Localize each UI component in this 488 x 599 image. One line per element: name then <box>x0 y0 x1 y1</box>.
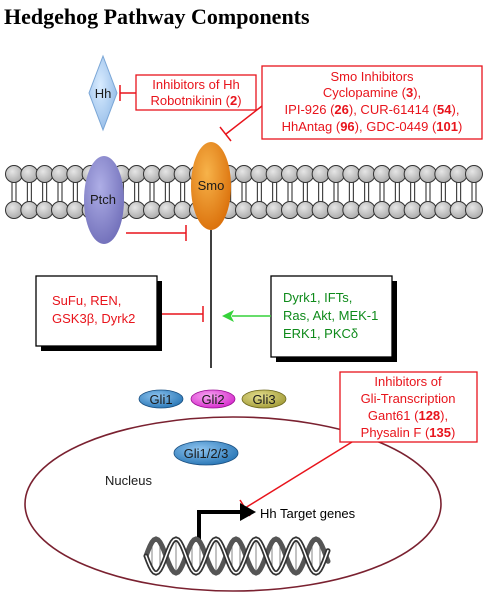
dna-strand-front-highlight <box>145 538 329 574</box>
lipid-head <box>66 165 85 183</box>
smo-inhibitors-line4: HhAntag (96), GDC-0449 (101) <box>282 119 463 134</box>
gli-inhibitors-line2: Gli-Transcription <box>361 391 456 406</box>
lipid-head <box>66 201 85 219</box>
hh-inhibitors-box <box>135 74 257 111</box>
lipid-head <box>434 165 453 183</box>
lipid-head <box>143 201 161 219</box>
gli-inhibitors-line1: Inhibitors of <box>374 374 442 389</box>
ptch-label: Ptch <box>90 192 116 207</box>
negative-regulators-line2: GSK3β, Dyrk2 <box>52 311 135 326</box>
gli-inhibitors-box <box>339 371 478 443</box>
lipid-head <box>250 201 269 219</box>
lipid-head <box>296 165 315 183</box>
transcription-arrow-head <box>240 503 256 521</box>
hh-inhibitors-line2: Robotnikinin (2) <box>150 93 241 108</box>
target-genes-label: Hh Target genes <box>260 506 356 521</box>
hh-ligand-shape <box>88 54 118 132</box>
gli123-label: Gli1/2/3 <box>184 446 229 461</box>
positive-regulators-box <box>270 275 393 358</box>
positive-regulators-line2: Ras, Akt, MEK-1 <box>283 308 378 323</box>
lipid-head <box>373 165 391 183</box>
lipid-head <box>127 165 146 183</box>
diagram-title: Hedgehog Pathway Components <box>4 4 310 29</box>
smo-inhibition-line <box>225 105 263 135</box>
nucleus-membrane <box>24 416 442 592</box>
lipid-head <box>465 201 483 219</box>
dna-helix <box>143 536 331 576</box>
lipid-head <box>35 165 54 183</box>
lipid-head <box>35 201 54 219</box>
lipid-head <box>342 165 361 183</box>
lipid-head <box>143 165 161 183</box>
hh-label: Hh <box>95 86 112 101</box>
ptch-receptor-shape <box>84 156 124 244</box>
smo-inhibitors-line3: IPI-926 (26), CUR-61414 (54), <box>285 102 460 117</box>
lipid-head <box>158 201 177 219</box>
smo-receptor-shape <box>191 142 231 230</box>
lipid-head <box>235 165 253 183</box>
lipid-head <box>173 201 192 219</box>
smo-inhibitors-heading: Smo Inhibitors <box>330 69 414 84</box>
smo-label: Smo <box>198 178 225 193</box>
lipid-head <box>357 165 376 183</box>
lipid-head <box>311 165 330 183</box>
lipid-head <box>373 201 391 219</box>
negative-regulators-line1: SuFu, REN, <box>52 293 121 308</box>
lipid-head <box>20 201 39 219</box>
lipid-head <box>327 201 345 219</box>
lipid-head <box>281 201 299 219</box>
lipid-head <box>465 165 483 183</box>
lipid-head <box>449 201 468 219</box>
lipid-head <box>51 165 69 183</box>
positive-regulators-line1: Dyrk1, IFTs, <box>283 290 352 305</box>
lipid-head <box>235 201 253 219</box>
gli-inhibitors-line3: Gant61 (128), <box>368 408 448 423</box>
lipid-head <box>388 165 407 183</box>
lipid-head <box>51 201 69 219</box>
lipid-head <box>250 165 269 183</box>
lipid-head <box>403 201 422 219</box>
gli2-shape <box>190 389 236 409</box>
cell-membrane <box>5 165 483 219</box>
lipid-head <box>127 201 146 219</box>
transcription-arrow-line <box>197 510 246 542</box>
smo-inhibitors-box <box>261 65 483 140</box>
lipid-head <box>265 201 284 219</box>
lipid-head <box>281 165 299 183</box>
positive-regulators-line3: ERK1, PKCδ <box>283 326 358 341</box>
lipid-head <box>342 201 361 219</box>
lipid-head <box>388 201 407 219</box>
lipid-head <box>449 165 468 183</box>
lipid-head <box>173 165 192 183</box>
lipid-head <box>357 201 376 219</box>
gli123-shape <box>173 440 239 466</box>
lipid-head <box>5 165 23 183</box>
lipid-head <box>20 165 39 183</box>
gli3-shape <box>241 389 287 409</box>
negative-regulators-box <box>35 275 158 347</box>
nucleus-label: Nucleus <box>105 473 152 488</box>
lipid-head <box>327 165 345 183</box>
lipid-head <box>5 201 23 219</box>
gli2-label: Gli2 <box>201 392 224 407</box>
gli3-label: Gli3 <box>252 392 275 407</box>
dna-strand-back <box>143 536 331 576</box>
gli-inhibitors-line4: Physalin F (135) <box>361 425 456 440</box>
lipid-head <box>158 165 177 183</box>
gli1-label: Gli1 <box>149 392 172 407</box>
lipid-head <box>403 165 422 183</box>
lipid-head <box>265 165 284 183</box>
lipid-head <box>311 201 330 219</box>
gli1-shape <box>138 389 184 409</box>
smo-inhibition-bar <box>219 126 232 142</box>
lipid-head <box>419 165 437 183</box>
lipid-head <box>419 201 437 219</box>
hh-inhibitors-line1: Inhibitors of Hh <box>152 77 239 92</box>
lipid-head <box>434 201 453 219</box>
smo-inhibitors-line2: Cyclopamine (3), <box>323 85 421 100</box>
gli-inhibition-line <box>244 441 353 509</box>
lipid-head <box>296 201 315 219</box>
activation-arrow-head <box>222 310 234 322</box>
